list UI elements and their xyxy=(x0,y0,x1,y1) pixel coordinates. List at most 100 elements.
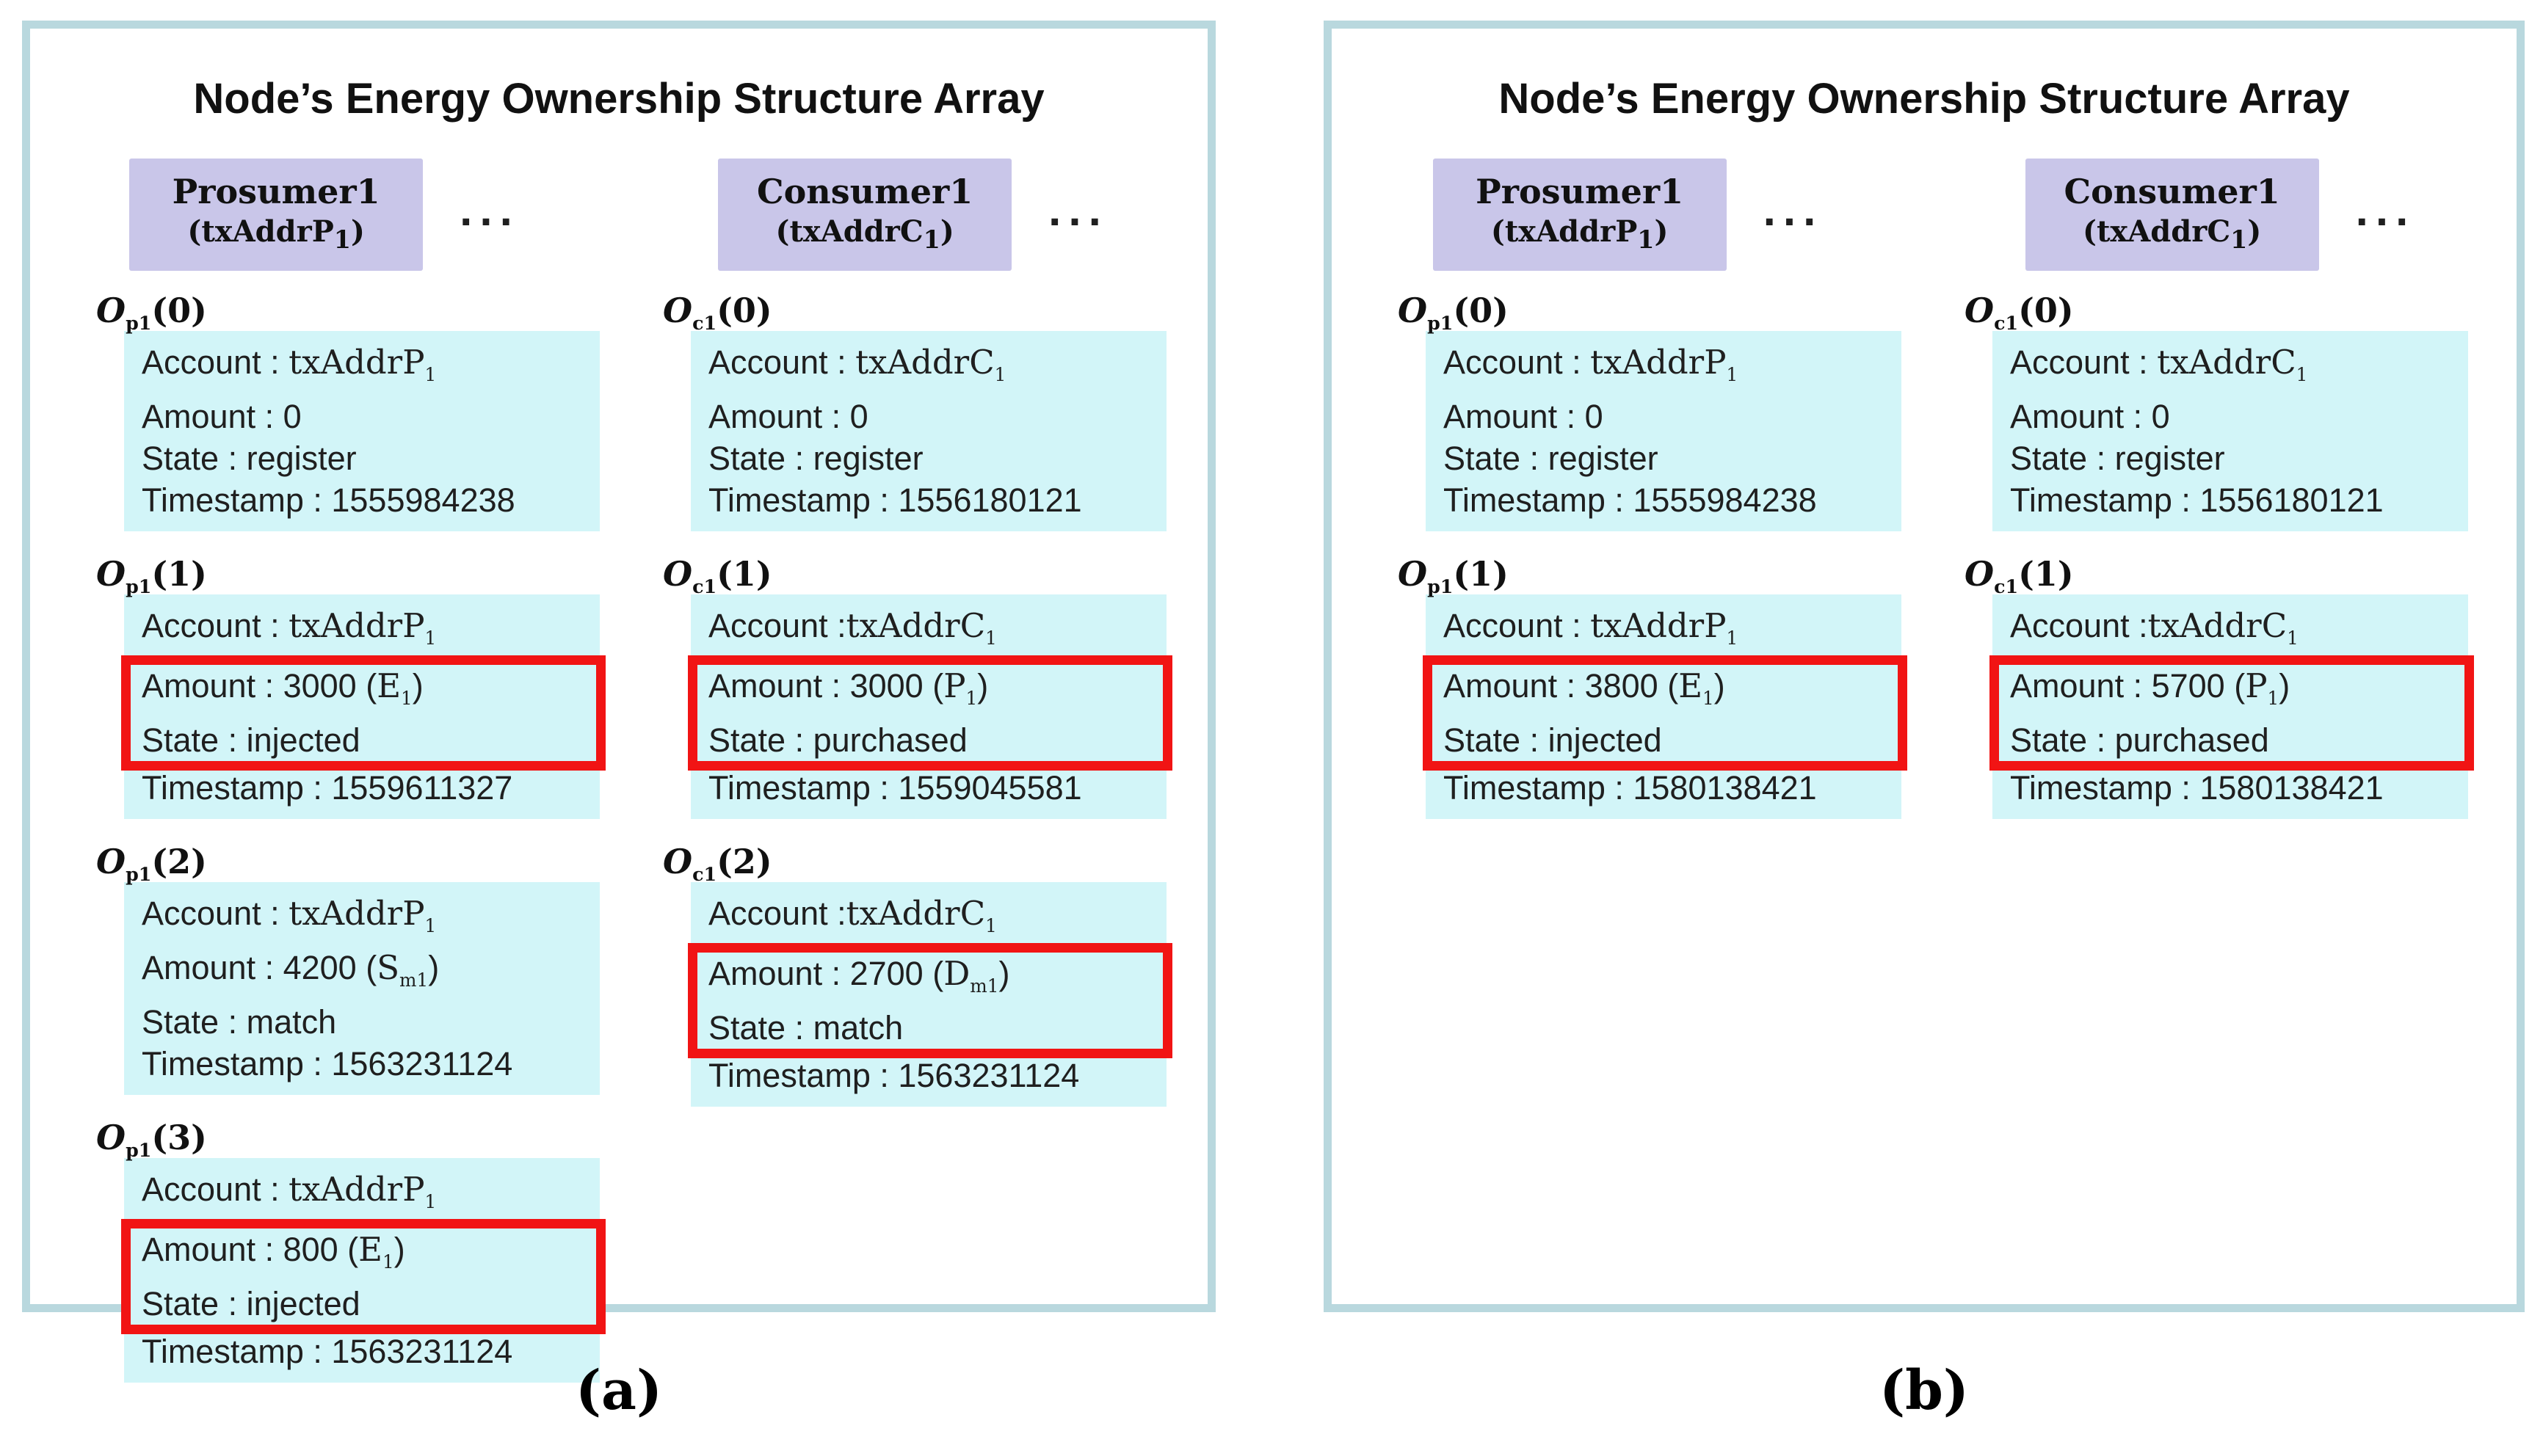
text-segment: p1 xyxy=(126,312,152,335)
node-address: (txAddrC1) xyxy=(728,213,1001,259)
ellipsis-more-nodes: ... xyxy=(460,184,520,236)
text-segment: 1 xyxy=(1637,225,1655,254)
panel-title: Node’s Energy Ownership Structure Array xyxy=(193,75,1045,123)
text-segment: Timestamp : 1559045581 xyxy=(708,769,1082,807)
text-segment: c1 xyxy=(1994,575,2019,598)
text-segment: Account : xyxy=(708,895,846,932)
node-column-header: Prosumer1(txAddrP1)... xyxy=(1332,159,1924,271)
node-column-header: Prosumer1(txAddrP1)... xyxy=(30,159,619,271)
record-field-line: State : purchased xyxy=(2010,719,2464,761)
text-segment: Timestamp : 1563231124 xyxy=(142,1333,513,1370)
text-segment: P xyxy=(2245,666,2268,705)
text-segment: P xyxy=(943,666,966,705)
text-segment: (txAddrC xyxy=(775,214,924,249)
node-address: (txAddrC1) xyxy=(2036,213,2309,259)
ellipsis-more-nodes: ... xyxy=(2355,184,2416,236)
record-index-label: Oc1(0) xyxy=(663,290,1208,335)
record-field-line: Timestamp : 1580138421 xyxy=(1443,767,1901,809)
text-segment: Account : xyxy=(142,1171,289,1208)
text-segment: Timestamp : 1556180121 xyxy=(708,481,1082,519)
text-segment: 1 xyxy=(401,688,413,709)
text-segment: c1 xyxy=(692,312,717,335)
ellipsis-more-nodes: ... xyxy=(1048,184,1109,236)
record-field-line: Account : txAddrC1 xyxy=(708,341,1167,396)
record-field-line: State : register xyxy=(1443,437,1901,479)
record-index-label: Oc1(0) xyxy=(1965,290,2509,334)
text-segment: ) xyxy=(350,214,365,249)
record-field-line: State : match xyxy=(708,1007,1163,1049)
text-segment: Amount : 4200 ( xyxy=(142,949,377,986)
text-segment: txAddrC xyxy=(2157,343,2296,382)
record-field-line: State : purchased xyxy=(708,719,1163,761)
highlight-red-box: Amount : 3000 (E1)State : injected xyxy=(121,655,606,771)
text-segment: (1) xyxy=(2018,554,2074,594)
text-segment: O xyxy=(96,842,126,881)
text-segment: m1 xyxy=(399,969,429,991)
panel-title: Node’s Energy Ownership Structure Array xyxy=(1498,75,2350,123)
record-field-line: Timestamp : 1563231124 xyxy=(142,1331,600,1372)
text-segment: ) xyxy=(393,1231,405,1268)
text-segment: (1) xyxy=(717,554,772,594)
text-segment: ) xyxy=(998,955,1010,992)
highlight-red-box: Amount : 5700 (P1)State : purchased xyxy=(1989,655,2474,771)
text-segment: Amount : 0 xyxy=(1443,398,1603,435)
text-segment: (0) xyxy=(2018,291,2074,330)
text-segment: O xyxy=(1965,291,1995,330)
text-segment: m1 xyxy=(970,975,999,997)
text-segment: Amount : 5700 ( xyxy=(2010,667,2246,705)
text-segment: Timestamp : 1580138421 xyxy=(1443,769,1817,807)
text-segment: ) xyxy=(428,949,440,986)
node-address: (txAddrP1) xyxy=(139,213,413,259)
text-segment: 1 xyxy=(333,225,351,254)
record-field-line: Amount : 0 xyxy=(1443,396,1901,437)
text-segment: Account : xyxy=(1443,343,1591,381)
record-field-line: Timestamp : 1559611327 xyxy=(142,767,600,809)
node-header-box: Consumer1(txAddrC1) xyxy=(718,159,1012,271)
record-field-line: Timestamp : 1556180121 xyxy=(2010,479,2468,521)
text-segment: c1 xyxy=(692,575,717,598)
text-segment: O xyxy=(1965,554,1995,594)
highlight-red-box: Amount : 800 (E1)State : injected xyxy=(121,1219,606,1334)
text-segment: State : purchased xyxy=(2010,721,2269,759)
text-segment: State : purchased xyxy=(708,721,968,759)
record-field-line: Timestamp : 1559045581 xyxy=(708,767,1167,809)
record-field-line: State : match xyxy=(142,1001,600,1043)
text-segment: O xyxy=(663,842,693,881)
record-index-label: Op1(1) xyxy=(1398,553,1942,597)
record-field-line: State : injected xyxy=(142,1283,596,1325)
record-index-label: Oc1(1) xyxy=(663,553,1208,598)
record-field-line: Account : txAddrP1 xyxy=(1443,341,1901,396)
text-segment: State : register xyxy=(1443,440,1658,477)
text-segment: O xyxy=(96,291,126,330)
text-segment: Amount : 2700 ( xyxy=(708,955,944,992)
text-segment: 1 xyxy=(994,364,1006,385)
text-segment: State : match xyxy=(142,1003,337,1041)
record-index-label: Op1(0) xyxy=(96,290,641,335)
text-segment: (txAddrP xyxy=(1490,214,1638,249)
text-segment: 1 xyxy=(2230,225,2248,254)
record-field-line: Amount : 3000 (P1) xyxy=(708,665,1163,719)
node-column-header: Consumer1(txAddrC1)... xyxy=(1924,159,2517,271)
text-segment: Account : xyxy=(2010,607,2148,644)
text-segment: txAddrP xyxy=(289,1170,425,1209)
text-segment: Amount : 3000 ( xyxy=(142,667,377,705)
record-field-line: Timestamp : 1556180121 xyxy=(708,479,1167,521)
text-segment: O xyxy=(96,1118,126,1157)
record-field-line: Timestamp : 1563231124 xyxy=(142,1043,600,1085)
text-segment: txAddrC xyxy=(846,894,986,933)
node-column-header: Consumer1(txAddrC1)... xyxy=(619,159,1208,271)
record-field-line: Account : txAddrC1 xyxy=(2010,341,2468,396)
record-field-line: Timestamp : 1563231124 xyxy=(708,1055,1167,1096)
record-field-line: State : register xyxy=(708,437,1167,479)
text-segment: Account : xyxy=(142,895,289,932)
record-field-line: Account : txAddrP1 xyxy=(1443,605,1901,659)
